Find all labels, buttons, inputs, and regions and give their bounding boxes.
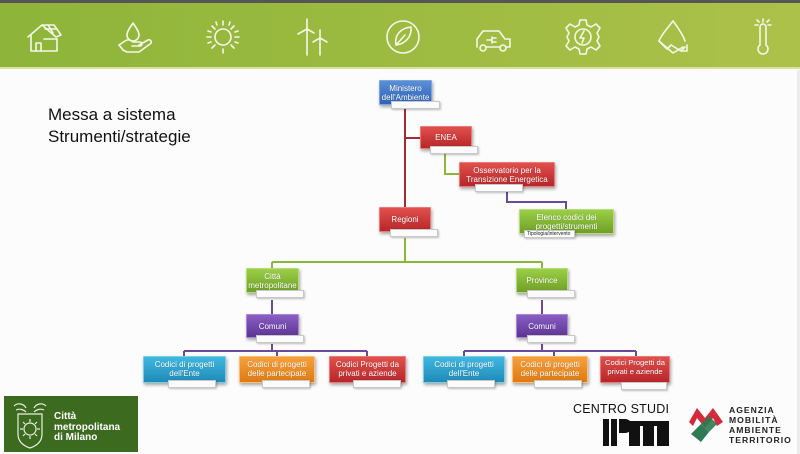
node-codici-ente-right: Codici di progetti dell'Ente bbox=[423, 356, 505, 383]
leaf-icon bbox=[383, 17, 423, 57]
node-ministero-sub bbox=[391, 101, 440, 109]
icon-banner bbox=[0, 3, 800, 69]
right-edge bbox=[797, 70, 800, 454]
node-comuni-right-sub bbox=[527, 335, 575, 343]
node-regioni-sub bbox=[390, 229, 438, 237]
node-osservatorio-sub bbox=[475, 184, 523, 192]
gear-energy-icon bbox=[563, 17, 603, 57]
connector-regioni-split bbox=[271, 238, 543, 268]
logo-line-2: metropolitana bbox=[54, 421, 121, 433]
amat-logo-icon bbox=[689, 408, 723, 442]
node-codici-ente-right-sub bbox=[447, 380, 495, 388]
centro-studi-label: CENTRO STUDI bbox=[573, 402, 670, 416]
title-line-1: Messa a sistema bbox=[48, 105, 176, 124]
sun-icon bbox=[203, 17, 243, 57]
pm-logo bbox=[603, 419, 669, 446]
node-codici-privati-left: Codici Progetti da privati e aziende bbox=[329, 356, 406, 383]
house-solar-icon bbox=[24, 17, 64, 57]
amat-line-2: MOBILITÀ bbox=[729, 415, 779, 425]
node-codici-ente-left-sub bbox=[168, 380, 216, 388]
connector-comuni-right-children bbox=[463, 344, 637, 356]
amat-line-1: AGENZIA bbox=[729, 405, 775, 415]
electric-car-icon bbox=[473, 17, 513, 57]
node-province-sub bbox=[527, 290, 575, 298]
node-codici-partecipate-left: Codici di progetti delle partecipate bbox=[239, 356, 315, 383]
node-elenco-sub: Tipologia/intervento bbox=[524, 230, 575, 238]
connector-enea-osservatorio bbox=[444, 152, 460, 175]
slide-title: Messa a sistema Strumenti/strategie bbox=[48, 104, 191, 148]
node-province: Province bbox=[516, 268, 568, 293]
node-codici-partecipate-right-sub bbox=[534, 380, 582, 388]
node-osservatorio: Osservatorio per la Transizione Energeti… bbox=[459, 162, 555, 187]
logo-line-1: Città bbox=[54, 411, 77, 422]
amat-line-4: TERRITORIO bbox=[729, 435, 792, 445]
node-comuni-left-sub bbox=[256, 335, 304, 343]
hand-water-drop-icon bbox=[115, 17, 155, 57]
wind-turbine-icon bbox=[293, 17, 333, 57]
drop-down-arrow-icon bbox=[653, 17, 693, 57]
logo-line-3: di Milano bbox=[54, 432, 98, 443]
node-citta-sub bbox=[256, 290, 304, 298]
node-codici-privati-right-sub bbox=[621, 382, 667, 390]
citta-metropolitana-logo: Città metropolitana di Milano bbox=[4, 396, 138, 452]
node-codici-ente-left: Codici di progetti dell'Ente bbox=[143, 356, 226, 383]
node-enea-sub bbox=[430, 146, 478, 154]
node-codici-partecipate-right: Codici di progetti delle partecipate bbox=[512, 356, 588, 383]
amat-line-3: AMBIENTE bbox=[729, 425, 782, 435]
connector-osservatorio-elenco bbox=[506, 191, 567, 210]
node-codici-privati-left-sub bbox=[353, 380, 401, 388]
node-ministero: Ministero dell'Ambiente bbox=[379, 80, 432, 105]
node-codici-privati-right: Codici Progetti da privati e aziende bbox=[600, 356, 670, 383]
coat-of-arms-icon bbox=[13, 403, 47, 449]
node-codici-partecipate-left-sub bbox=[262, 380, 310, 388]
node-comuni-left: Comuni bbox=[246, 314, 299, 338]
amat-label: AGENZIA MOBILITÀ AMBIENTE TERRITORIO bbox=[729, 405, 792, 445]
thermometer-icon bbox=[743, 17, 783, 57]
connector-comuni-left-children bbox=[183, 344, 368, 356]
title-line-2: Strumenti/strategie bbox=[48, 127, 191, 146]
top-border bbox=[0, 0, 800, 3]
